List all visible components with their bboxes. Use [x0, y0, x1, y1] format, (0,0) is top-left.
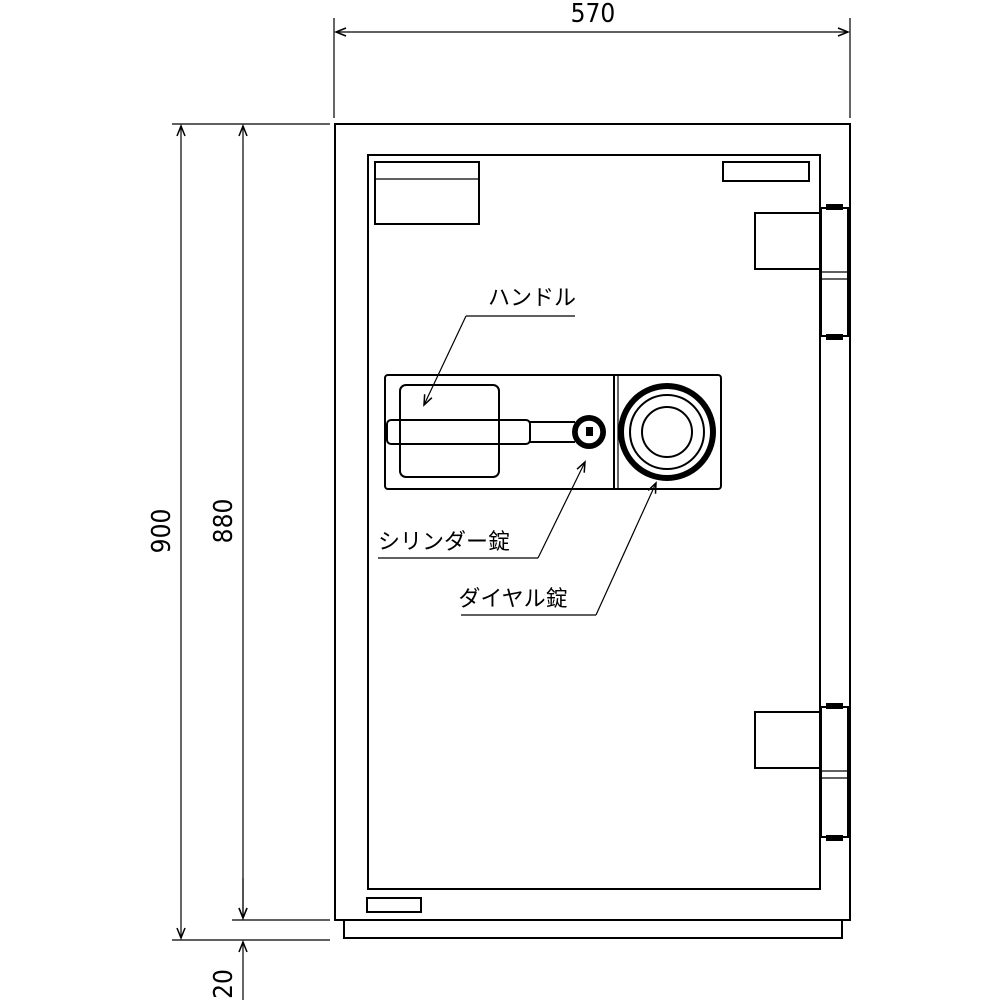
dial-lock-callout: ダイヤル錠 — [458, 483, 656, 616]
upper-hinge — [754, 204, 849, 340]
width-dimension-label: 570 — [571, 0, 616, 29]
cylinder-lock — [572, 415, 606, 449]
width-dimension: 570 — [333, 0, 851, 118]
dial-lock — [618, 383, 716, 481]
lock-panel — [384, 374, 722, 490]
dial-lock-label: ダイヤル錠 — [458, 587, 567, 612]
cylinder-lock-label: シリンダー錠 — [378, 530, 510, 555]
total-height-label: 900 — [147, 509, 177, 554]
height-dimensions: 900 880 20 — [147, 123, 330, 1000]
safe-body — [334, 123, 851, 939]
bottom-plate — [366, 897, 422, 913]
label-plate-right — [722, 161, 810, 182]
body-height-label: 880 — [209, 499, 239, 544]
handle-label: ハンドル — [488, 286, 576, 311]
lower-hinge — [754, 703, 849, 841]
handle — [386, 384, 575, 478]
safe-door — [367, 154, 821, 890]
label-plate-left — [374, 161, 480, 225]
cylinder-lock-callout: シリンダー錠 — [378, 462, 585, 559]
base-height-label: 20 — [209, 969, 239, 999]
handle-callout: ハンドル — [424, 286, 576, 405]
